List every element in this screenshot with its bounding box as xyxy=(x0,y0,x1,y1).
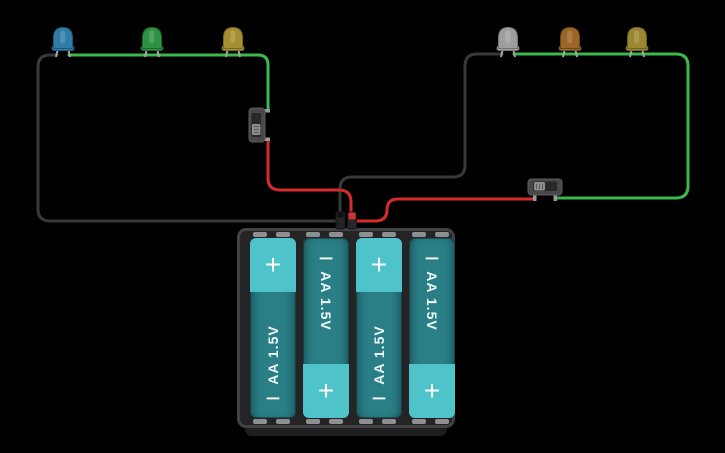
battery-contact-tab xyxy=(382,232,396,237)
aa-battery-3[interactable]: + AA 1.5V − xyxy=(356,238,402,418)
minus-symbol: − xyxy=(424,243,440,273)
switch-pin xyxy=(264,109,270,113)
switch-pin xyxy=(553,194,557,201)
battery-contact-tab xyxy=(412,232,426,237)
battery-body: AA 1.5V − xyxy=(303,238,349,364)
battery-contact-tab xyxy=(435,232,449,237)
minus-symbol: − xyxy=(265,383,281,413)
aa-battery-4[interactable]: + AA 1.5V − xyxy=(409,238,455,418)
slider-ridges xyxy=(536,184,543,189)
battery-contact-tab xyxy=(306,419,320,424)
battery-contact-tab xyxy=(276,419,290,424)
wire-red-left[interactable] xyxy=(266,137,353,218)
battery-contact-tab xyxy=(359,419,373,424)
minus-symbol: − xyxy=(318,243,334,273)
aa-battery-2[interactable]: + AA 1.5V − xyxy=(303,238,349,418)
battery-contact-tab xyxy=(359,232,373,237)
slider-ridges xyxy=(254,126,259,133)
battery-contact-tab xyxy=(435,419,449,424)
negative-terminal-tip xyxy=(337,212,344,218)
wire-green-left[interactable] xyxy=(67,53,270,110)
battery-pack[interactable]: + AA 1.5V − + AA 1.5V − + AA 1.5V xyxy=(237,228,455,428)
battery-body: AA 1.5V − xyxy=(409,238,455,364)
battery-contact-tab xyxy=(329,419,343,424)
battery-positive-cap: + xyxy=(303,364,349,418)
switch-pin xyxy=(264,137,270,141)
plus-symbol: + xyxy=(264,249,282,280)
plus-symbol: + xyxy=(317,375,335,406)
minus-symbol: − xyxy=(371,383,387,413)
wire-black-left[interactable] xyxy=(36,53,340,223)
blue-led[interactable] xyxy=(51,26,75,58)
battery-contact-tab xyxy=(306,232,320,237)
switch-pin xyxy=(533,194,537,201)
plus-symbol: + xyxy=(370,249,388,280)
battery-contact-tab xyxy=(253,232,267,237)
slide-switch-2[interactable] xyxy=(527,178,563,201)
battery-positive-terminal[interactable] xyxy=(347,211,357,230)
plus-symbol: + xyxy=(423,375,441,406)
battery-negative-terminal[interactable] xyxy=(335,211,346,230)
green-led[interactable] xyxy=(140,26,164,58)
battery-contact-tab xyxy=(412,419,426,424)
battery-pack-base xyxy=(245,426,447,436)
battery-positive-cap: + xyxy=(250,238,296,292)
yellow-led[interactable] xyxy=(221,26,245,58)
battery-contact-tab xyxy=(276,232,290,237)
positive-terminal-tip xyxy=(348,212,356,220)
wire-black-right[interactable] xyxy=(338,52,504,218)
battery-positive-cap: + xyxy=(409,364,455,418)
battery-contact-tab xyxy=(382,419,396,424)
battery-body: AA 1.5V − xyxy=(250,292,296,418)
wire-green-right[interactable] xyxy=(512,52,690,200)
slide-switch-1[interactable] xyxy=(248,107,270,143)
aa-battery-1[interactable]: + AA 1.5V − xyxy=(250,238,296,418)
battery-body: AA 1.5V − xyxy=(356,292,402,418)
battery-positive-cap: + xyxy=(356,238,402,292)
battery-contact-tab xyxy=(329,232,343,237)
wire-red-right[interactable] xyxy=(350,197,535,223)
battery-contact-tab xyxy=(253,419,267,424)
